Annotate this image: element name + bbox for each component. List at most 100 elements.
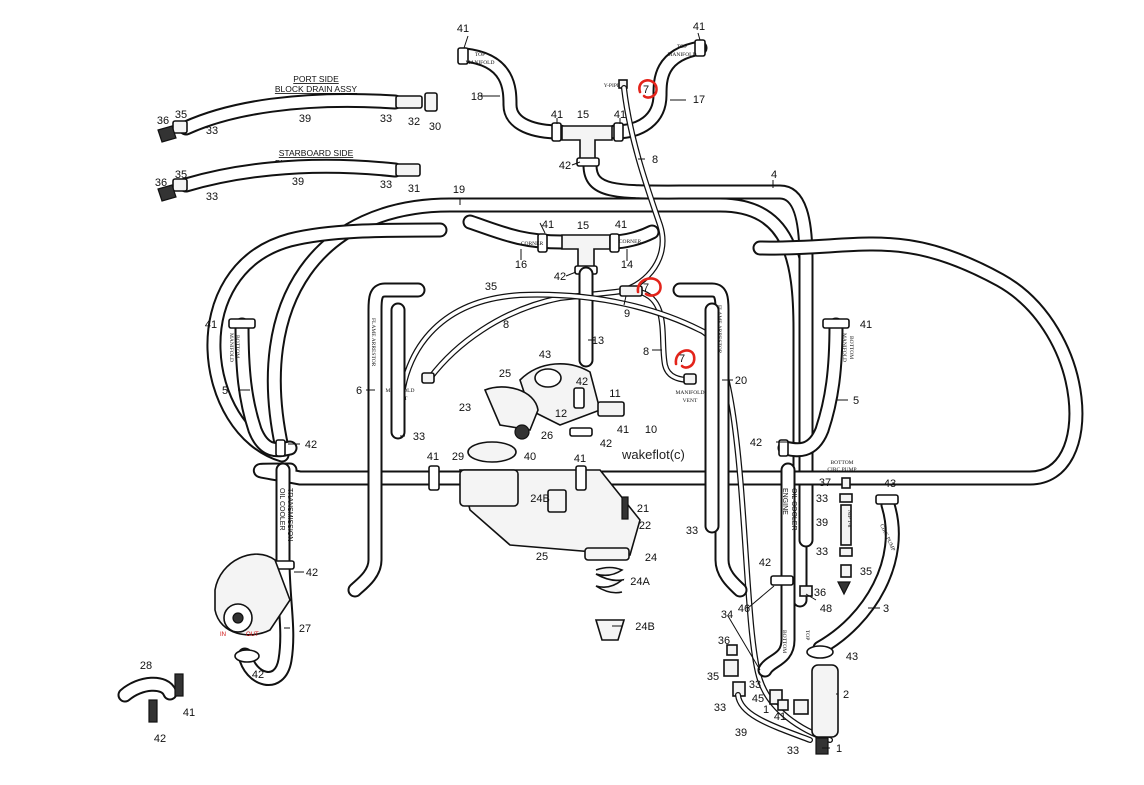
clamp-45-bottom-manifold-left [228,318,256,329]
bottom-circ-pump-label-2: CIRC PUMP [827,467,856,473]
main-loop-hoses [206,157,1084,608]
part-number-46: 42 [759,557,771,569]
nipple-41 [840,504,852,546]
fitting-43-right [793,699,809,715]
clamp-48-circ [875,494,899,505]
part-number-29: 27 [299,623,311,635]
part-number-46: 42 [576,376,588,388]
part-number-19: 19 [453,184,465,196]
part-number-37: 35 [175,109,187,121]
manifold-vent-left-fitting [421,372,435,384]
fitting-39 [841,477,851,489]
part-number-33: 31 [408,183,420,195]
part-number-30: 28 [140,660,152,672]
part-number-49: 46 [738,603,750,615]
clamp-45-top-left [457,47,469,65]
raw-water-pump: IN OUT [214,553,291,663]
y-pipe-15-middle [561,234,611,269]
tee-fitting-9 [619,285,643,297]
clamp-46-right [778,439,789,457]
clamp-45-lower-right [575,465,587,491]
hose-6 [347,282,426,598]
part-number-28: 26 [541,430,553,442]
part-number-31: 29 [452,451,464,463]
port-side-label-line2: BLOCK DRAIN ASSY [275,84,358,94]
part-number-12: 12 [555,408,567,420]
part-number-5: 5 [853,395,859,407]
part-number-43: 41 [617,424,629,436]
part-number-7: 7 [679,353,685,365]
part-number-36: 34 [721,609,733,621]
part-number-35: 33 [206,125,218,137]
clamp-45-lower-left [428,465,440,491]
part-number-45: 41 [457,23,469,35]
red-annotation-marks [636,79,696,369]
engine-label-1: ENGINE [781,488,788,515]
part-number-32: 30 [429,121,441,133]
starboard-side-label-line1: STARBOARD SIDE [279,148,354,158]
red-mark-7-right [674,349,696,369]
flame-arrestor-label-left: FLAME ARRESTOR [370,318,376,367]
part-number-38: 36 [155,177,167,189]
part-number-34: 32 [408,116,420,128]
part-number-41: 39 [816,517,828,529]
port-fitting-37 [172,120,188,134]
clamp-46-lower [569,427,593,437]
part-number-6: 6 [356,385,362,397]
clamp-48-lower [806,645,834,659]
fitting-50 [799,585,813,597]
part-number-35: 33 [380,179,392,191]
part-number-38: 36 [814,587,826,599]
clamp-46-center [573,387,585,409]
fitting-44 [148,699,158,723]
part-number-22: 22 [639,520,651,532]
fitting-26 [547,489,567,513]
part-number-10: 10 [645,424,657,436]
fitting-35-bottom [839,547,853,557]
cap-38-bottom [726,644,738,656]
part-number-13: 13 [592,335,604,347]
part-number-37: 35 [707,671,719,683]
part-number-18: 18 [471,91,483,103]
port-side-block-drain-assy: PORT SIDE BLOCK DRAIN ASSY [157,74,438,143]
manifold-vent-right-1: MANIFOLD [675,390,704,396]
circ-pump-section: CIRC PUMP BOTTOM CIRC PUMP NIP 1-8" [723,460,900,755]
part-number-45: 41 [542,219,554,231]
bottom-manifold-left-1: BOTTOM [234,335,240,358]
clamp-45-y-right [613,122,624,142]
bottom-manifold-right-1: BOTTOM [848,336,854,359]
transmission-label-2: OIL COOLER [278,488,285,531]
part-number-8: 8 [652,154,658,166]
fitting-37 [840,564,852,578]
port-drain-cock-32 [424,92,438,112]
corner-label-left: CORNER [521,241,544,247]
port-valve-38 [157,125,177,143]
part-number-45: 41 [427,451,439,463]
part-number-15: 15 [577,109,589,121]
part-number-35: 33 [206,191,218,203]
cap-28 [514,424,530,440]
part-number-45: 41 [205,319,217,331]
gasket-24 [584,547,630,561]
part-number-8: 8 [643,346,649,358]
part-number-42: 45 [752,693,764,705]
transmission-label-1: TRANSMISSION [286,488,293,541]
part-number-38: 36 [157,115,169,127]
part-number-41: 39 [735,727,747,739]
part-number-37: 35 [860,566,872,578]
bottom-manifold-right-2: MANIFOLD [841,333,847,362]
part-number-35: 33 [686,525,698,537]
starboard-fitting-37 [172,178,188,192]
fitting-11 [597,401,625,417]
top-manifold-label-left-1: TOP [475,52,485,58]
hose-lower-loop [253,236,1084,486]
thermostat-40 [467,441,517,463]
part-number-27: 25 [499,368,511,380]
red-mark-7-middle [636,277,662,297]
bolt-21 [621,496,629,520]
engine-label-2: OIL COOLER [790,488,797,531]
spring-24a [595,566,625,594]
part-number-1: 1 [836,743,842,755]
part-number-11: 11 [609,388,620,400]
part-number-35: 33 [816,546,828,558]
